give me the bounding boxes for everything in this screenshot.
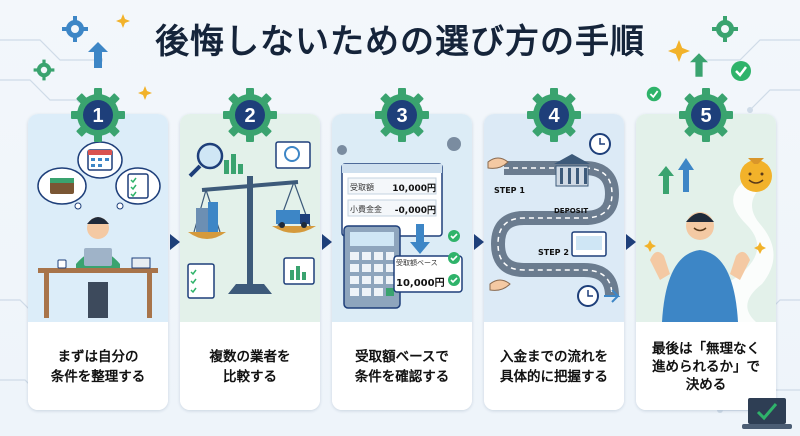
caption-line: 最後は「無理なく <box>652 341 760 357</box>
base-value: 10,000円 <box>396 278 445 289</box>
deposit-label: DEPOSIT <box>554 207 589 215</box>
caption-line: 条件を整理する <box>50 369 146 385</box>
step1-illustration <box>28 114 168 322</box>
step-number-badge-3: 3 <box>375 88 429 142</box>
fee-value: -0,000円 <box>394 205 436 216</box>
caption-line: 受取額ベースで <box>355 349 449 365</box>
received-row: 受取額 10,000円 <box>350 180 436 194</box>
step2-caption: 複数の業者を 比較する <box>180 324 320 410</box>
up-arrow-icon <box>88 42 108 68</box>
chevron-right-icon <box>626 234 636 250</box>
caption-line: 条件を確認する <box>354 369 450 385</box>
sparkle-icon <box>138 86 152 100</box>
step3-caption: 受取額ベースで 条件を確認する <box>332 324 472 410</box>
step-number: 4 <box>548 105 560 127</box>
step-panel-2: 複数の業者を 比較する <box>180 114 320 410</box>
step-number: 1 <box>92 105 103 127</box>
check-circle-icon <box>731 61 751 81</box>
step-panel-3: 受取額 10,000円 小費金金 -0,000円 受取額ベース 10,000円 … <box>332 114 472 410</box>
received-label: 受取額 <box>350 182 374 192</box>
step-number-badge-2: 2 <box>223 88 277 142</box>
gear-icon <box>712 16 738 42</box>
step-number-badge-4: 4 <box>527 88 581 142</box>
sparkle-icon <box>116 14 130 28</box>
laptop-icon <box>742 398 792 429</box>
step-panel-5: 最後は「無理なく 進められるか」で 決める <box>636 114 776 410</box>
step-panel-4: STEP 1 DEPOSIT STEP 2 入金までの流れを 具体的に把握する <box>484 114 624 410</box>
caption-line: 比較する <box>223 369 277 385</box>
fee-label: 小費金金 <box>350 204 382 214</box>
step-number: 2 <box>244 105 255 127</box>
chevron-right-icon <box>322 234 332 250</box>
up-arrow-icon <box>690 53 708 77</box>
step5-illustration <box>636 114 776 322</box>
step-number: 5 <box>700 105 711 127</box>
step1-label: STEP 1 <box>494 186 525 195</box>
step2-illustration <box>180 114 320 322</box>
step-number-badge-5: 5 <box>679 88 733 142</box>
step4-illustration <box>484 114 624 322</box>
step-number-badge-1: 1 <box>71 88 125 142</box>
step1-caption: まずは自分の 条件を整理する <box>28 324 168 410</box>
caption-line: まずは自分の <box>57 349 139 365</box>
step5-caption: 最後は「無理なく 進められるか」で 決める <box>636 324 776 410</box>
caption-line: 進められるか」で <box>652 359 760 375</box>
caption-line: 具体的に把握する <box>500 369 608 385</box>
fee-row: 小費金金 -0,000円 <box>350 202 436 216</box>
base-label: 受取額ベース <box>396 259 438 267</box>
gear-icon <box>33 59 55 81</box>
caption-line: 複数の業者を <box>209 349 291 365</box>
step-number: 3 <box>396 105 407 127</box>
caption-line: 決める <box>685 377 727 393</box>
step4-caption: 入金までの流れを 具体的に把握する <box>484 324 624 410</box>
check-circle-icon <box>646 86 662 102</box>
step-panel-1: まずは自分の 条件を整理する <box>28 114 168 410</box>
received-value: 10,000円 <box>392 183 436 194</box>
step2-label: STEP 2 <box>538 248 569 257</box>
chevron-right-icon <box>170 234 180 250</box>
chevron-right-icon <box>474 234 484 250</box>
sparkle-icon <box>668 40 690 62</box>
page-title: 後悔しないための選び方の手順 <box>155 22 645 62</box>
step3-illustration <box>332 114 472 322</box>
caption-line: 入金までの流れを <box>500 349 608 365</box>
gear-icon <box>62 16 88 42</box>
